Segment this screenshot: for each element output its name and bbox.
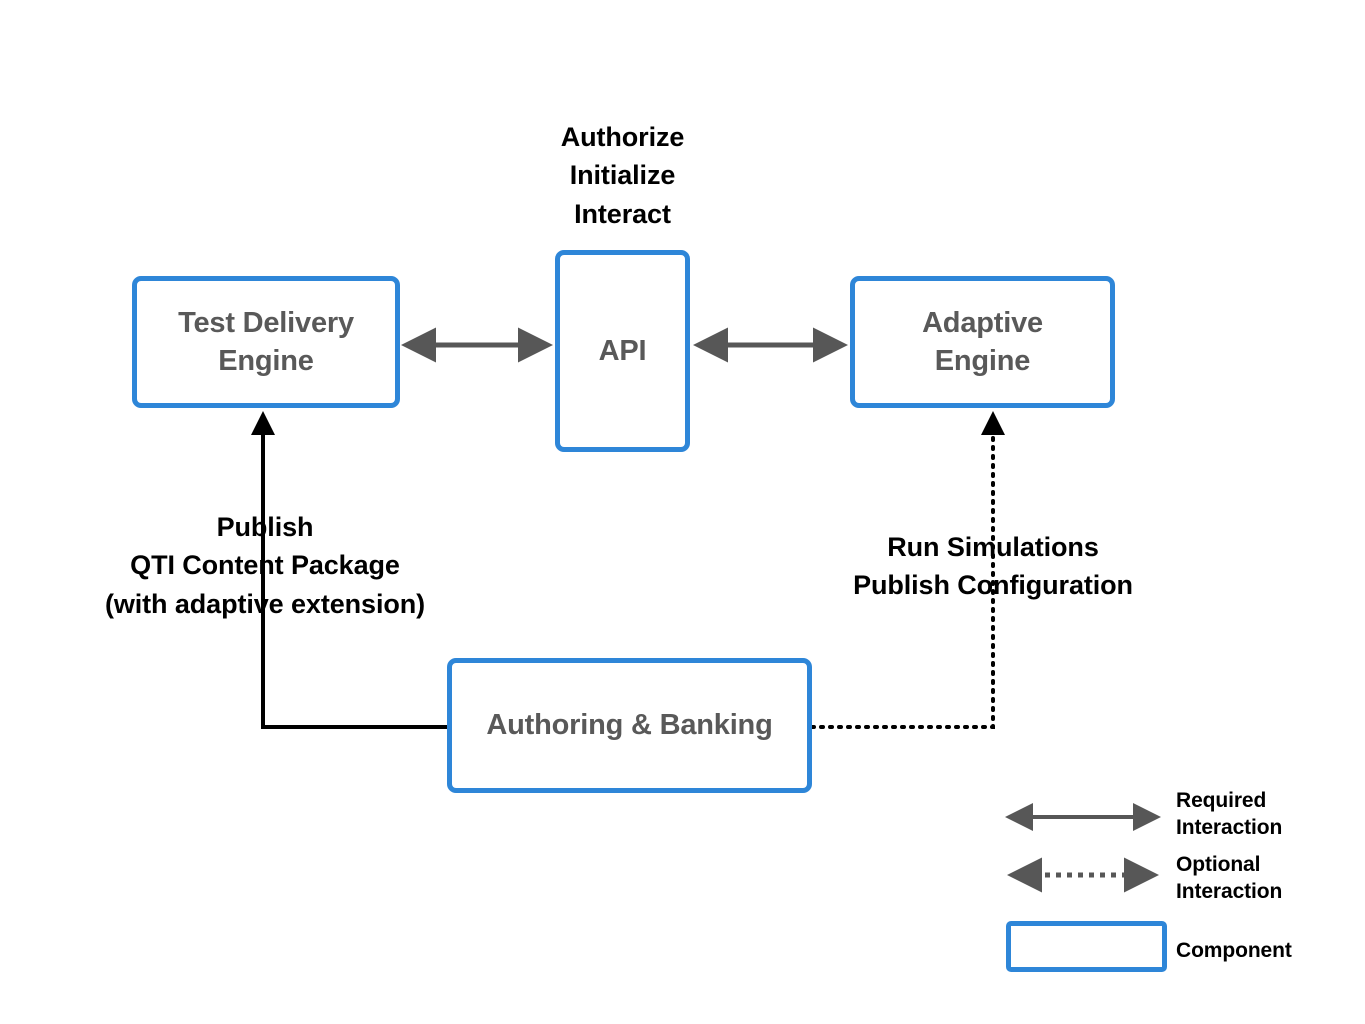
component-adaptive-engine[interactable]: Adaptive Engine [850, 276, 1115, 408]
component-label-authoring-and-banking: Authoring & Banking [486, 709, 773, 742]
component-api[interactable]: API [555, 250, 690, 452]
legend-label-required-interaction: Required Interaction [1176, 789, 1283, 839]
legend-swatch-component [1006, 921, 1167, 972]
component-test-delivery-engine[interactable]: Test Delivery Engine [132, 276, 400, 408]
simulations-flow-label: Run Simulations Publish Configuration [853, 532, 1133, 601]
arrow-authoring-to-tde [251, 411, 447, 729]
component-label-api: API [598, 334, 647, 367]
legend-label-optional-interaction: Optional Interaction [1176, 853, 1283, 903]
api-flow-label: Authorize Initialize Interact [560, 122, 685, 229]
legend-label-component: Component [1176, 939, 1292, 962]
component-authoring-and-banking[interactable]: Authoring & Banking [447, 658, 812, 793]
arrow-authoring-to-adaptive [810, 411, 1005, 729]
component-label-test-delivery-engine: Test Delivery Engine [178, 306, 354, 377]
publish-flow-label: Publish QTI Content Package (with adapti… [104, 512, 426, 619]
component-label-adaptive-engine: Adaptive Engine [922, 306, 1043, 377]
